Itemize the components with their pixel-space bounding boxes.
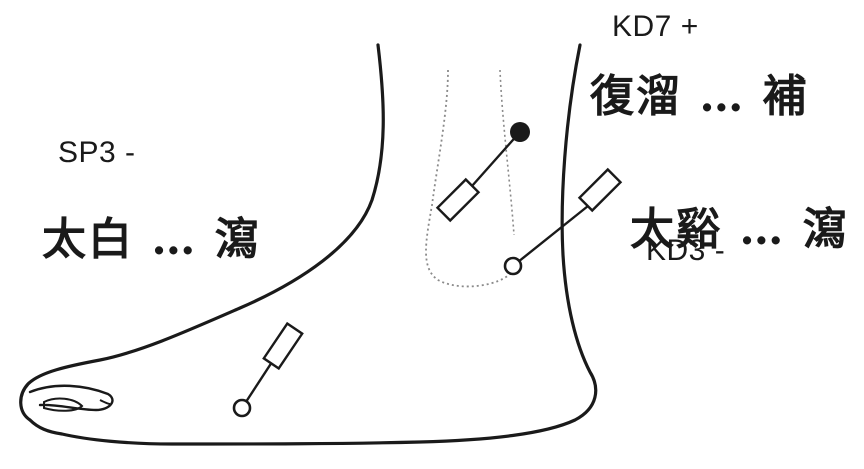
kd3-point-marker <box>503 256 523 276</box>
sp3-electrode-pad <box>262 321 304 371</box>
foot-outline <box>19 43 598 446</box>
toe-crease <box>99 399 111 405</box>
big-toe-outline <box>28 384 114 412</box>
kd7-lead-wire <box>471 131 521 187</box>
kd7-point-marker <box>510 122 530 142</box>
sp3-description-label: 太白 … 瀉 <box>42 214 261 265</box>
sp3-code-label: SP3 - <box>58 136 136 169</box>
ankle-bone-dotted-inner <box>499 69 515 236</box>
kd7-description-label: 復溜 … 補 <box>590 71 809 122</box>
ankle-bone-dotted-outline <box>425 69 513 288</box>
kd7-code-label: KD7 + <box>612 10 699 43</box>
kd7-electrode-pad <box>435 177 481 223</box>
sp3-point-marker <box>232 398 252 418</box>
kd3-code-label: KD3 - <box>646 234 726 267</box>
kd3-lead-wire <box>512 205 589 267</box>
kd3-electrode-pad <box>577 167 623 213</box>
kd3-description-label: 太谿 … 瀉 <box>630 204 849 255</box>
toenail <box>43 397 84 412</box>
